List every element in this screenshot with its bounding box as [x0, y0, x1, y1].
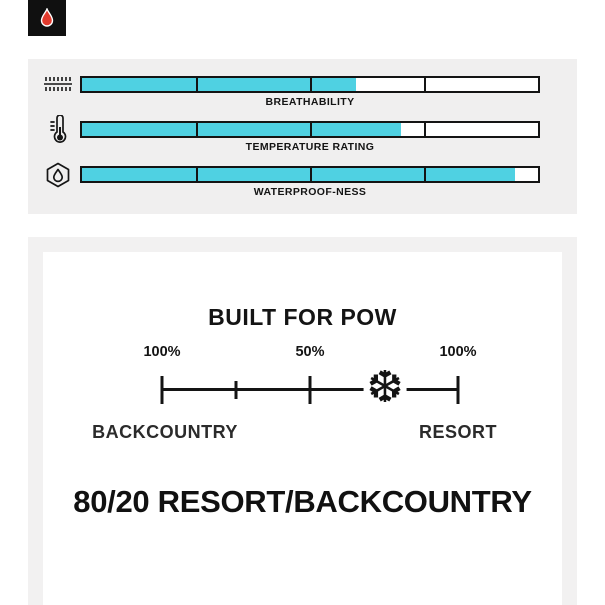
- scale-label-resort: RESORT: [418, 422, 498, 442]
- bar-divider: [196, 122, 198, 136]
- spec-row-temperature: TEMPERATURE RATING: [28, 114, 577, 153]
- spec-bar-label: TEMPERATURE RATING: [245, 140, 375, 153]
- spec-bar-fill: [82, 122, 402, 136]
- spec-bar-track: [80, 120, 540, 138]
- flame-icon: [40, 8, 54, 27]
- spec-bar: TEMPERATURE RATING: [80, 120, 540, 153]
- spec-bars-section: BREATHABILITY: [28, 59, 577, 214]
- bar-divider: [310, 167, 312, 181]
- scale-label-backcountry: BACKCOUNTRY: [92, 422, 238, 442]
- scale-tick: [160, 376, 164, 404]
- bar-divider: [424, 122, 426, 136]
- bar-divider: [310, 122, 312, 136]
- built-for-pow-section: BUILT FOR POW 100% 50% 100% ❆ BACKCOUNTR…: [28, 237, 577, 605]
- scale-percent-right: 100%: [439, 344, 477, 360]
- warmth-badge: [28, 0, 66, 36]
- scale-tick: [234, 381, 238, 399]
- spec-bar-track: [80, 165, 540, 183]
- built-for-pow-card: BUILT FOR POW 100% 50% 100% ❆ BACKCOUNTR…: [43, 252, 562, 605]
- waterproof-icon: [42, 162, 74, 188]
- spec-bar: WATERPROOF-NESS: [80, 165, 540, 198]
- scale-tick: [456, 376, 460, 404]
- pow-ratio-heading: 80/20 RESORT/BACKCOUNTRY: [73, 484, 532, 519]
- thermometer-icon: [42, 114, 74, 145]
- scale-tick: [308, 376, 312, 404]
- bar-divider: [424, 167, 426, 181]
- spec-bar-label: WATERPROOF-NESS: [253, 185, 367, 198]
- breathability-icon: [42, 76, 74, 94]
- scale-percent-left: 100%: [143, 344, 181, 360]
- spec-bar-fill: [82, 167, 516, 181]
- scale-percent-mid: 50%: [295, 344, 325, 360]
- bar-divider: [424, 77, 426, 91]
- spec-bar-label: BREATHABILITY: [265, 95, 355, 108]
- spec-bar-fill: [82, 77, 356, 91]
- spec-row-waterproof: WATERPROOF-NESS: [28, 162, 577, 198]
- bar-divider: [196, 77, 198, 91]
- spec-row-breathability: BREATHABILITY: [28, 75, 577, 108]
- bar-divider: [310, 77, 312, 91]
- spec-bar: BREATHABILITY: [80, 75, 540, 108]
- snowflake-icon: ❆: [363, 365, 407, 412]
- bar-divider: [196, 167, 198, 181]
- spec-bar-track: [80, 75, 540, 93]
- pow-title: BUILT FOR POW: [208, 304, 397, 330]
